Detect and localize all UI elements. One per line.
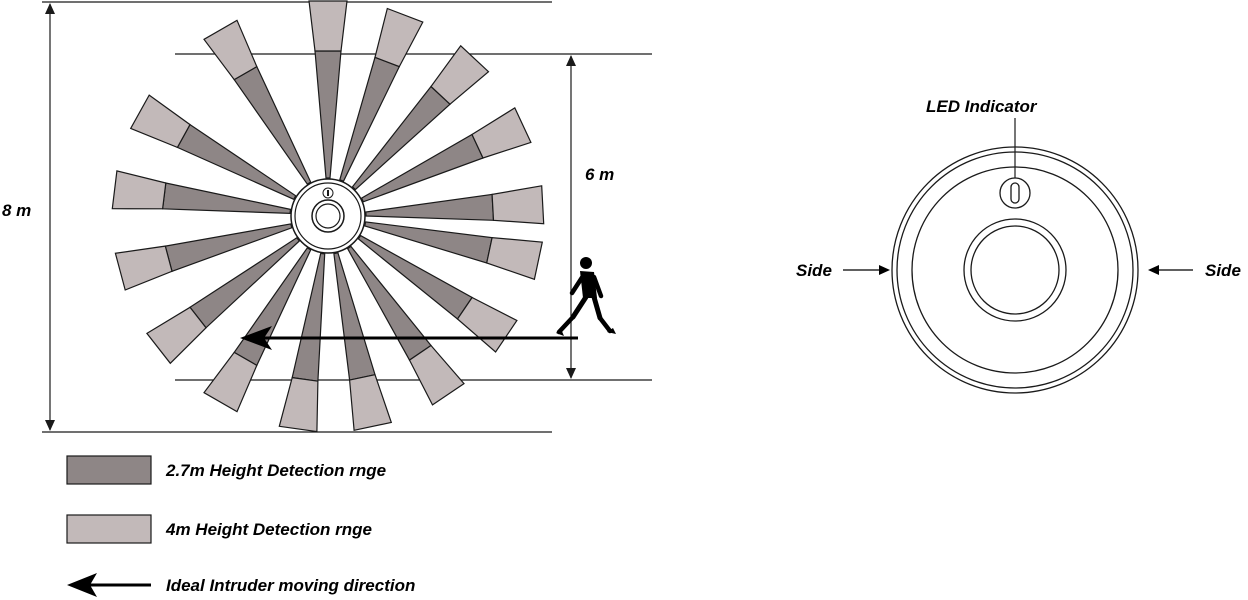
legend-arrow-icon [67,573,151,597]
legend-swatch-high [66,514,152,544]
legend: 2.7m Height Detection rnge 4m Height Det… [66,455,415,597]
beam-12-high-zone [146,306,207,365]
led-indicator-label: LED Indicator [926,97,1038,116]
dimension-lines [42,1,652,433]
beam-9-high-zone [348,374,393,432]
beam-10-high-zone [278,376,319,433]
beam-1-low-zone [314,50,342,179]
beam-5-high-zone [491,185,545,225]
side-left-arrow [843,265,890,275]
beam-1-high-zone [308,0,348,52]
inner-span-label: 6 m [585,165,614,184]
beam-6-high-zone [486,236,544,281]
side-right-label: Side [1205,261,1241,280]
beam-7-high-zone [456,296,518,353]
beam-2-high-zone [374,7,424,68]
beam-13-high-zone [114,245,173,291]
detection-beams [111,0,545,433]
total-span-label: 8 m [2,201,31,220]
legend-swatch-low [66,455,152,485]
beam-2-low-zone [339,56,401,182]
led-indicator-icon [999,177,1031,209]
sensor-device [891,118,1139,394]
legend-label-arrow: Ideal Intruder moving direction [166,576,415,595]
intruder-direction-arrow [240,326,578,350]
side-right-arrow [1148,265,1193,275]
legend-label-low: 2.7m Height Detection rnge [165,461,386,480]
walking-person-icon [556,257,616,336]
beam-4-high-zone [471,107,532,159]
dimension-arrowheads [45,3,576,431]
legend-label-high: 4m Height Detection rnge [165,520,372,539]
beam-15-high-zone [129,94,191,149]
beam-11-high-zone [203,351,258,413]
beam-5-low-zone [365,193,495,221]
beam-14-high-zone [111,170,167,210]
beam-3-high-zone [430,44,490,106]
pattern-sensor [290,178,366,254]
beam-16-high-zone [203,19,258,81]
side-left-label: Side [796,261,832,280]
beam-8-high-zone [408,344,465,406]
